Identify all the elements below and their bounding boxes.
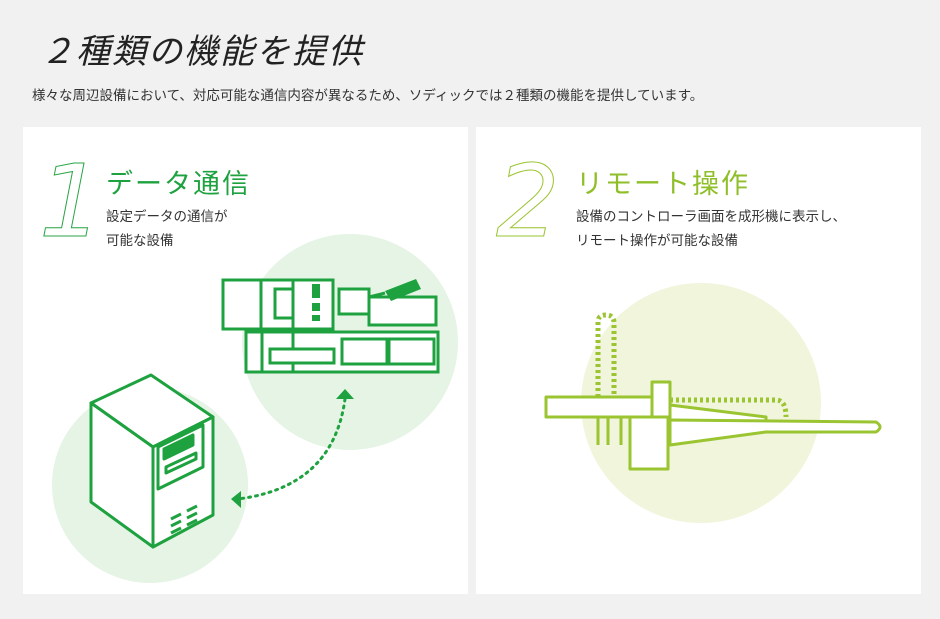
- communication-arrow-path: [236, 397, 347, 501]
- injection-molding-machine-icon: [221, 278, 440, 374]
- nozzle-shape: [385, 279, 421, 301]
- card-title-data-communication: データ通信: [106, 169, 251, 200]
- vent-slots-icon: [170, 504, 198, 535]
- card-number-1: 1: [39, 143, 104, 260]
- data-communication-illustration: [52, 234, 458, 583]
- arrow-head-left: [231, 491, 241, 508]
- card-description: 設定データの通信が 可能な設備: [106, 205, 228, 253]
- card-number-2: 2: [496, 143, 561, 260]
- card-description-line1: 設備のコントローラ画面を成形機に表示し、: [576, 209, 846, 225]
- card-title-remote-operation: リモート操作: [576, 169, 750, 200]
- card-description-line1: 設定データの通信が: [106, 209, 228, 225]
- remote-operation-illustration: [544, 283, 882, 523]
- page-subtitle: 様々な周辺設備において、対応可能な通信内容が異なるため、ソディックでは２種類の機…: [32, 88, 704, 104]
- card-description: 設備のコントローラ画面を成形機に表示し、 リモート操作が可能な設備: [576, 205, 846, 253]
- cable-chain-vertical: [595, 312, 617, 397]
- remote-operation-card: 2 リモート操作 設備のコントローラ画面を成形機に表示し、 リモート操作が可能な…: [476, 127, 921, 594]
- arrow-head-up: [336, 389, 354, 399]
- page-title: ２種類の機能を提供: [40, 32, 364, 72]
- take-out-robot-icon: [544, 380, 882, 471]
- peripheral-controller-icon: [89, 373, 215, 549]
- card-description-line2: リモート操作が可能な設備: [576, 233, 738, 249]
- data-communication-card: 1 データ通信 設定データの通信が 可能な設備: [23, 127, 468, 594]
- card-description-line2: 可能な設備: [106, 233, 174, 249]
